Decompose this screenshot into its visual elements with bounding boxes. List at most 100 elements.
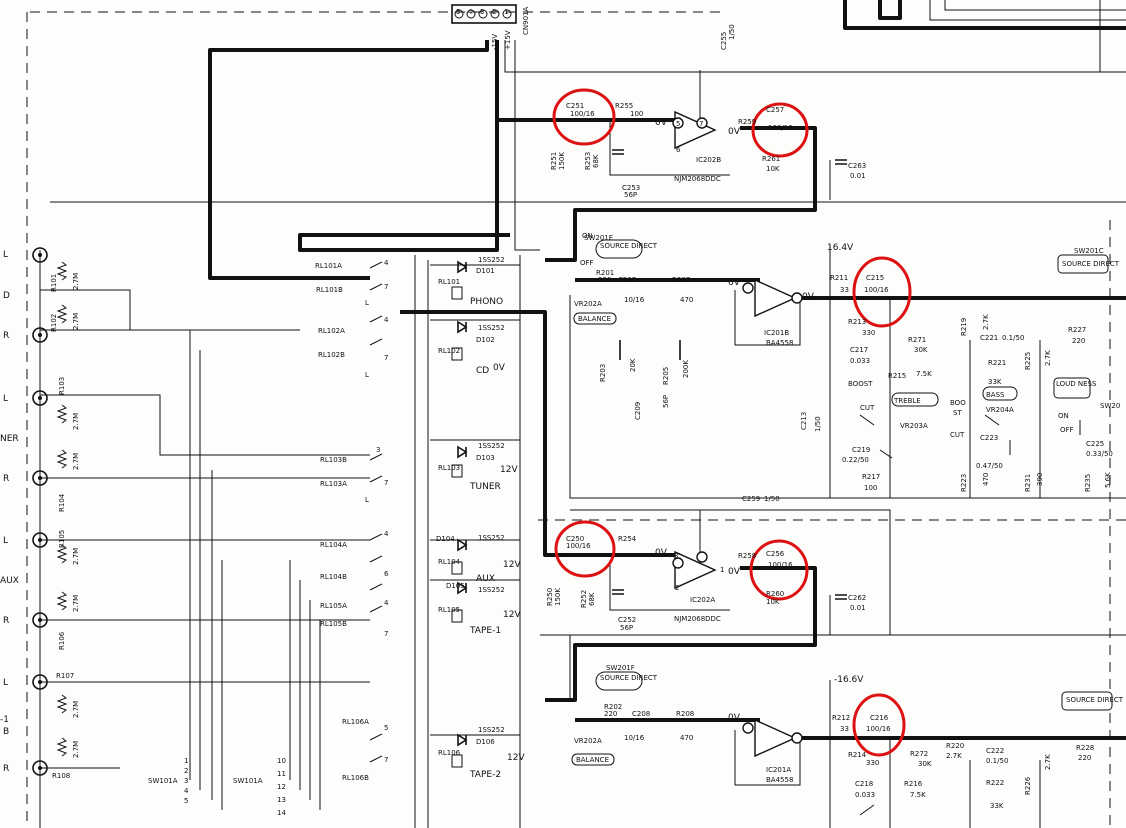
svg-text:0V: 0V [493,363,506,373]
svg-text:2.7M: 2.7M [72,741,80,758]
svg-text:R227: R227 [1068,326,1086,334]
svg-text:1: 1 [504,8,508,16]
svg-text:L: L [365,371,369,379]
op-amps [672,110,803,758]
svg-text:IC201A: IC201A [766,766,791,774]
svg-text:100: 100 [864,484,877,492]
highlight-c216 [852,693,906,757]
svg-text:5: 5 [384,724,388,732]
svg-text:3: 3 [480,8,484,16]
svg-text:RL105A: RL105A [320,602,347,610]
svg-text:33: 33 [840,725,849,733]
svg-text:BOO: BOO [950,399,966,407]
svg-text:C250: C250 [566,535,584,543]
svg-text:RL104B: RL104B [320,573,347,581]
svg-text:1SS252: 1SS252 [478,256,505,264]
svg-text:5.6K: 5.6K [1104,472,1112,488]
svg-text:PHONO: PHONO [470,297,503,307]
svg-text:12V: 12V [503,560,521,570]
svg-text:C217: C217 [850,346,868,354]
highlight-c215 [852,256,912,328]
svg-text:R216: R216 [904,780,923,788]
svg-text:220: 220 [1072,337,1085,345]
svg-text:10K: 10K [766,598,780,606]
svg-text:470: 470 [982,473,990,486]
svg-text:0.01: 0.01 [850,604,866,612]
svg-text:SW201F: SW201F [606,664,635,672]
svg-text:1/50: 1/50 [764,495,780,503]
svg-text:2.7K: 2.7K [1044,350,1052,366]
svg-text:4: 4 [468,8,473,16]
svg-text:D: D [3,291,10,301]
svg-text:R: R [3,616,9,626]
svg-text:12V: 12V [507,753,525,763]
svg-text:R253: R253 [584,152,592,170]
svg-text:12V: 12V [500,465,518,475]
svg-text:RL102: RL102 [438,347,460,355]
badges [571,239,1113,766]
svg-text:-16.6V: -16.6V [834,675,864,685]
svg-text:5: 5 [184,797,188,805]
svg-text:TAPE-2: TAPE-2 [469,770,501,780]
svg-text:R222: R222 [986,779,1004,787]
svg-text:SOURCE DIRECT: SOURCE DIRECT [1066,696,1124,704]
svg-text:R207: R207 [672,276,690,284]
highlight-c256 [749,539,809,601]
svg-text:D105: D105 [446,582,465,590]
svg-text:R260: R260 [766,590,784,598]
svg-text:-1: -1 [0,715,9,725]
svg-text:4: 4 [384,259,389,267]
svg-text:C257: C257 [766,106,784,114]
svg-text:10/16: 10/16 [624,734,645,742]
svg-text:C225: C225 [1086,440,1104,448]
svg-text:RL101: RL101 [438,278,460,286]
input-jacks [32,247,48,776]
jack [32,532,48,548]
svg-text:L: L [3,394,8,404]
svg-text:10: 10 [277,757,286,765]
svg-text:100/16: 100/16 [768,124,793,132]
svg-text:R215: R215 [888,372,906,380]
svg-text:470: 470 [680,296,693,304]
svg-text:R208: R208 [676,710,694,718]
svg-text:L: L [3,536,8,546]
svg-text:VR202A: VR202A [574,737,602,745]
svg-text:RL102B: RL102B [318,351,345,359]
svg-text:0.1/50: 0.1/50 [1002,334,1024,342]
svg-text:C209: C209 [634,402,642,420]
svg-text:0V: 0V [802,292,815,302]
svg-text:L: L [3,678,8,688]
svg-text:R: R [3,764,9,774]
svg-text:NER: NER [0,434,19,444]
svg-text:2.7M: 2.7M [72,453,80,470]
opamp-ic202a [674,550,717,590]
svg-text:RL105B: RL105B [320,620,347,628]
opamp-ic202b [674,110,717,150]
svg-text:R258: R258 [738,552,756,560]
svg-text:C259: C259 [742,495,760,503]
svg-text:R251: R251 [550,152,558,170]
svg-text:RL102A: RL102A [318,327,345,335]
svg-text:OFF: OFF [580,259,594,267]
svg-text:150K: 150K [554,588,562,606]
svg-text:NJM2068DDC: NJM2068DDC [674,615,721,623]
svg-text:L: L [365,299,369,307]
svg-text:0.033: 0.033 [855,791,875,799]
svg-text:0.1/50: 0.1/50 [986,757,1008,765]
svg-text:4: 4 [384,530,389,538]
loudness-badge [1053,377,1091,399]
svg-text:0.33/50: 0.33/50 [1086,450,1113,458]
svg-text:OFF: OFF [1060,426,1074,434]
svg-text:5: 5 [676,120,680,128]
svg-text:D106: D106 [476,738,495,746]
svg-text:1/50: 1/50 [814,416,822,432]
svg-text:0V: 0V [655,548,668,558]
svg-text:2: 2 [492,8,496,16]
highlight-c251 [552,88,616,146]
svg-text:NJM2068DDC: NJM2068DDC [674,175,721,183]
svg-text:30K: 30K [914,346,928,354]
svg-text:BA4558: BA4558 [766,339,793,347]
svg-text:12V: 12V [503,610,521,620]
bass-badge [982,386,1018,401]
source-direct-badge [1061,691,1113,711]
